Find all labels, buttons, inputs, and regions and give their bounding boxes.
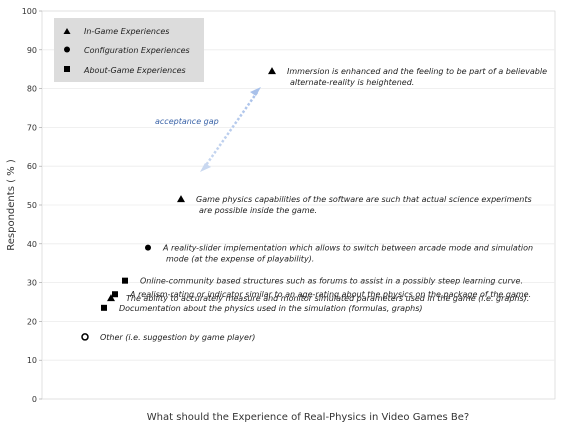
y-tick-label: 30 <box>27 279 37 288</box>
point-label: Game physics capabilities of the softwar… <box>196 195 532 204</box>
y-tick-label: 50 <box>27 201 37 210</box>
y-tick-label: 70 <box>27 123 37 132</box>
point-label: alternate-reality is heightened. <box>290 78 414 87</box>
legend-label-configuration: Configuration Experiences <box>84 46 190 55</box>
data-point-square <box>112 291 118 298</box>
data-point-open-circle <box>81 333 89 341</box>
y-tick-label: 100 <box>22 7 37 16</box>
point-label: Online-community based structures such a… <box>140 277 523 286</box>
legend-triangle-marker <box>63 28 71 34</box>
acceptance-gap-arrow <box>202 90 260 169</box>
point-label: mode (at the expense of playability). <box>166 255 314 264</box>
point-label: The ability to accurately measure and mo… <box>126 294 529 303</box>
point-label: are possible inside the game. <box>199 206 317 215</box>
y-tick-label: 90 <box>27 46 37 55</box>
legend: In-Game Experiences Configuration Experi… <box>54 18 204 82</box>
data-point-triangle <box>268 67 276 75</box>
y-tick-label: 80 <box>27 85 37 94</box>
legend-label-about-game: About-Game Experiences <box>83 66 186 75</box>
y-axis-label: Respondents ( % ) <box>6 159 17 251</box>
legend-square-marker <box>64 66 70 72</box>
legend-circle-marker <box>64 46 70 53</box>
y-tick-label: 10 <box>27 356 37 365</box>
data-point-circle <box>145 244 151 251</box>
legend-label-in-game: In-Game Experiences <box>84 27 169 36</box>
data-points <box>81 67 276 341</box>
y-tick-label: 20 <box>27 317 37 326</box>
y-tick-label: 60 <box>27 162 37 171</box>
data-point-square <box>122 277 128 284</box>
y-tick-label: 40 <box>27 240 37 249</box>
acceptance-gap-label: acceptance gap <box>155 117 219 126</box>
point-label: Immersion is enhanced and the feeling to… <box>287 67 547 76</box>
point-label: Other (i.e. suggestion by game player) <box>100 333 255 342</box>
arrow-head-top <box>250 87 261 96</box>
data-point-triangle <box>177 195 185 203</box>
point-label: A reality-slider implementation which al… <box>162 244 533 253</box>
legend-box <box>54 18 204 82</box>
data-point-square <box>101 304 107 311</box>
y-tick-label: 0 <box>32 395 37 404</box>
point-label: A realism-rating or indicator similar to… <box>129 290 531 299</box>
point-label: Documentation about the physics used in … <box>119 304 423 313</box>
arrow-head-bottom <box>200 163 211 172</box>
point-labels: Immersion is enhanced and the feeling to… <box>100 67 547 342</box>
data-point-triangle <box>107 294 115 302</box>
acceptance-gap-annotation: acceptance gap <box>155 87 261 172</box>
y-axis-ticks: 0 10 20 30 40 50 60 70 80 90 100 <box>22 7 42 404</box>
x-axis-label: What should the Experience of Real-Physi… <box>147 412 469 423</box>
